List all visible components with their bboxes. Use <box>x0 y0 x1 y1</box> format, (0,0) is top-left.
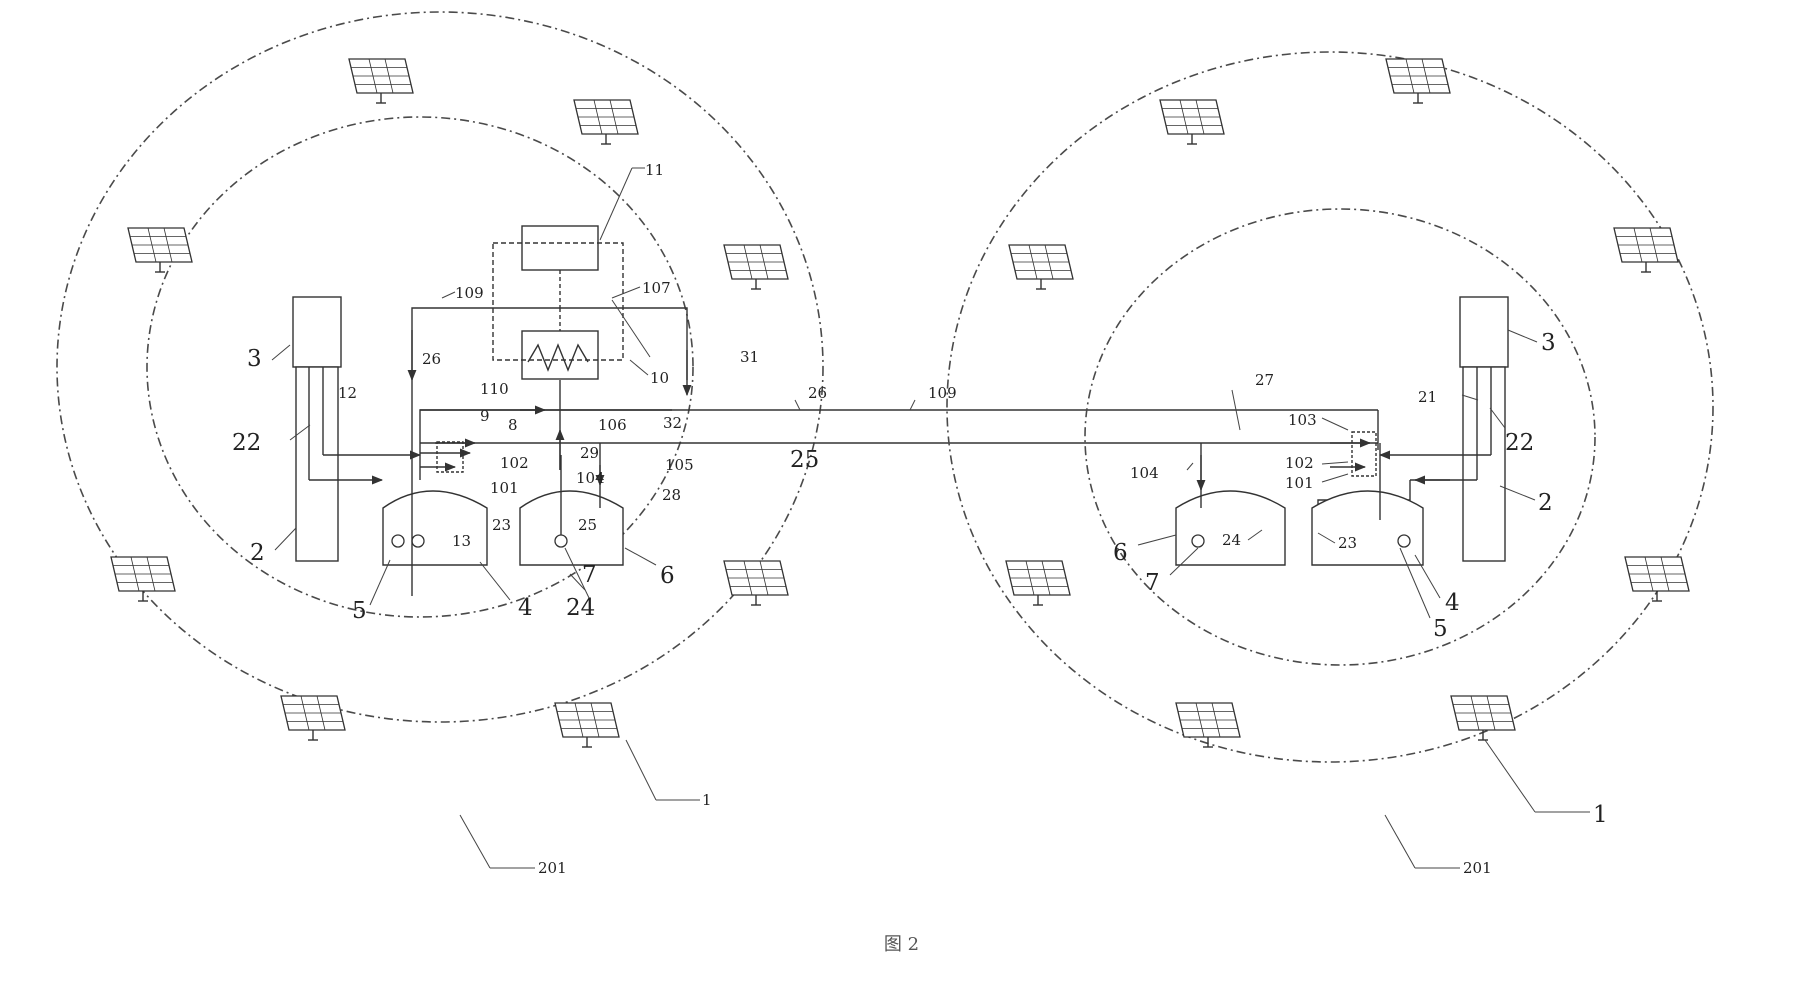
label-3: 3 <box>247 346 262 372</box>
left-hot-tank <box>383 491 487 565</box>
label-106: 106 <box>598 416 627 434</box>
left-load <box>522 226 598 270</box>
label-13: 13 <box>452 532 471 550</box>
label-link-109: 109 <box>928 384 957 402</box>
heliostat-icon <box>555 703 619 747</box>
label-8: 8 <box>508 416 518 434</box>
label-r-24: 24 <box>1222 531 1241 549</box>
label-r-104: 104 <box>1130 464 1159 482</box>
label-4: 4 <box>518 595 533 621</box>
label-2: 2 <box>250 540 265 566</box>
heliostat-icon <box>1006 561 1070 605</box>
label-r-3: 3 <box>1541 330 1556 356</box>
label-12: 12 <box>338 384 357 402</box>
figure-caption: 图 2 <box>0 930 1803 956</box>
heliostat-icon <box>724 245 788 289</box>
label-r-103: 103 <box>1288 411 1317 429</box>
heliostat-icon <box>111 557 175 601</box>
heliostat-icon <box>1386 59 1450 103</box>
heliostat-icon <box>1451 696 1515 740</box>
left-heat-exchanger <box>522 331 598 379</box>
label-r-4: 4 <box>1445 590 1460 616</box>
label-r-21: 21 <box>1418 388 1437 406</box>
label-11: 11 <box>645 161 664 179</box>
label-29: 29 <box>580 444 599 462</box>
left-tower <box>296 367 338 561</box>
label-24: 24 <box>566 595 595 621</box>
link-pipes: 26 109 <box>420 384 1378 450</box>
label-22: 22 <box>232 430 261 456</box>
left-cold-pump-icon <box>555 535 567 547</box>
right-outer-ring <box>947 52 1713 762</box>
label-r-22: 22 <box>1505 430 1534 456</box>
label-32: 32 <box>663 414 682 432</box>
label-201: 201 <box>538 859 567 877</box>
label-104: 104 <box>576 469 605 487</box>
label-10: 10 <box>650 369 669 387</box>
label-25: 25 <box>578 516 597 534</box>
label-r-5: 5 <box>1433 616 1448 642</box>
label-28: 28 <box>662 486 681 504</box>
heliostat-icon <box>1625 557 1689 601</box>
label-105: 105 <box>665 456 694 474</box>
label-31: 31 <box>740 348 759 366</box>
label-r-102: 102 <box>1285 454 1314 472</box>
heliostat-icon <box>1176 703 1240 747</box>
label-25-main: 25 <box>790 447 819 473</box>
heliostat-icon <box>281 696 345 740</box>
left-station: 11 109 107 26 31 10 12 3 22 2 110 9 8 32… <box>57 12 1378 877</box>
right-station: 3 21 22 2 27 103 102 101 104 24 23 6 7 4… <box>947 52 1713 877</box>
label-r-6: 6 <box>1113 540 1128 566</box>
heliostat-icon <box>349 59 413 103</box>
left-cold-tank <box>520 491 623 565</box>
label-7: 7 <box>582 562 597 588</box>
left-receiver <box>293 297 341 367</box>
label-107: 107 <box>642 279 671 297</box>
label-r-27: 27 <box>1255 371 1274 389</box>
label-r-1: 1 <box>1593 802 1608 828</box>
label-5: 5 <box>352 598 367 624</box>
left-hot-pump-icon <box>392 535 404 547</box>
label-r-101: 101 <box>1285 474 1314 492</box>
label-6: 6 <box>660 563 675 589</box>
heliostat-icon <box>1614 228 1678 272</box>
right-hot-tank <box>1312 491 1423 565</box>
heliostat-icon <box>128 228 192 272</box>
label-101: 101 <box>490 479 519 497</box>
label-110: 110 <box>480 380 509 398</box>
label-r-23: 23 <box>1338 534 1357 552</box>
heliostat-icon <box>724 561 788 605</box>
right-tower <box>1463 367 1505 561</box>
label-r-2: 2 <box>1538 490 1553 516</box>
heliostat-icon <box>574 100 638 144</box>
right-hot-pump-icon <box>1398 535 1410 547</box>
heliostat-icon <box>1009 245 1073 289</box>
label-r-7: 7 <box>1145 570 1160 596</box>
right-cold-pump-icon <box>1192 535 1204 547</box>
label-26: 26 <box>422 350 441 368</box>
label-r-201: 201 <box>1463 859 1492 877</box>
label-23: 23 <box>492 516 511 534</box>
label-109: 109 <box>455 284 484 302</box>
heliostat-icon <box>1160 100 1224 144</box>
label-102: 102 <box>500 454 529 472</box>
right-receiver <box>1460 297 1508 367</box>
label-1: 1 <box>702 791 712 809</box>
label-link-26: 26 <box>808 384 827 402</box>
